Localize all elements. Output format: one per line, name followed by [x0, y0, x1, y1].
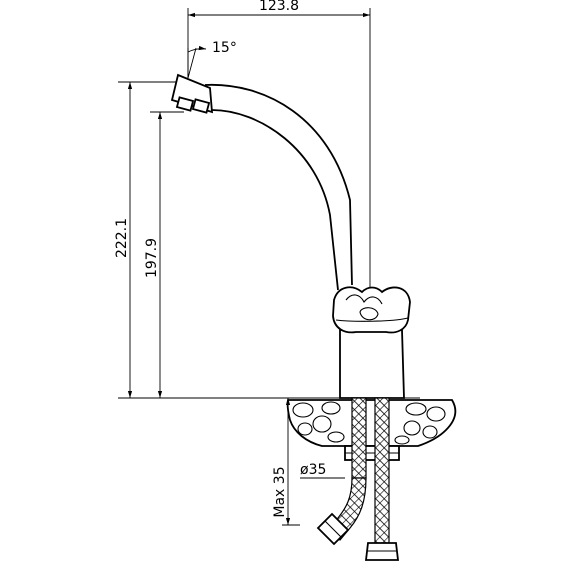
dim-angle: 15° — [187, 40, 237, 79]
faucet-spout — [170, 73, 353, 291]
dim-width-top: 123.8 — [187, 0, 371, 290]
dim-width-label: 123.8 — [259, 0, 299, 14]
dim-angle-label: 15° — [212, 40, 237, 56]
supply-hoses — [316, 397, 400, 561]
dim-max-thickness: Max 35 — [272, 397, 300, 526]
mounting-base-stones — [286, 399, 457, 447]
dim-hole-diameter-label: ø35 — [300, 462, 326, 478]
faucet-body — [332, 286, 411, 399]
dim-max-thickness-label: Max 35 — [272, 466, 288, 517]
dim-height-total: 222.1 — [114, 81, 180, 398]
dim-height-spout-label: 197.9 — [144, 238, 160, 278]
dim-height-spout: 197.9 — [144, 111, 184, 398]
dim-hole-diameter: ø35 — [300, 462, 345, 479]
dim-height-total-label: 222.1 — [114, 218, 130, 258]
